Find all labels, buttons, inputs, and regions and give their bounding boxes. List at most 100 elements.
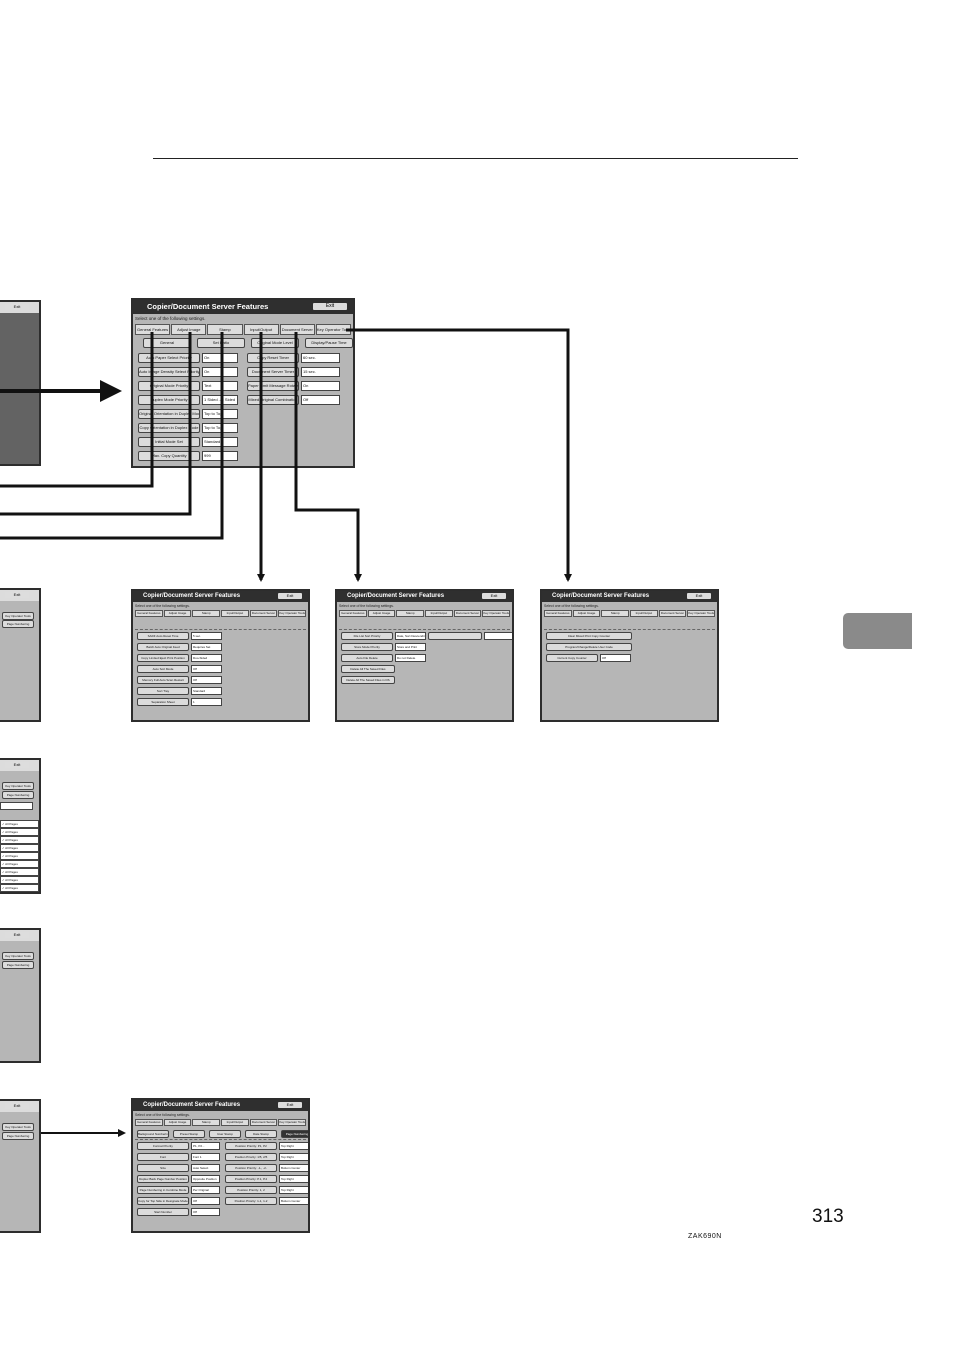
setting-button[interactable]: Page Numbering in Combine Mode (137, 1186, 189, 1194)
exit-button[interactable]: Exit (5, 1103, 29, 1109)
setting-button[interactable]: Auto Paper Select Priority (138, 353, 200, 363)
setting-button[interactable]: Original Orientation in Duplex Mode (138, 409, 200, 419)
setting-button[interactable]: Copy for Top Side in Designate Mode (137, 1197, 189, 1205)
tab-key-operator-tools[interactable]: Key Operator Tools (2, 612, 34, 620)
subtab-display-pause-time[interactable]: Display/Pause Time (305, 338, 353, 348)
setting-button[interactable]: Paper Limit Message Rotate (247, 381, 299, 391)
setting-button[interactable]: File List Sort Priority (341, 632, 393, 640)
exit-button[interactable]: Exit (278, 1102, 302, 1108)
stamp-value: ✓ All Pages (0, 836, 39, 844)
tab-general-features[interactable]: General Features (544, 610, 572, 617)
tab-general-features[interactable]: General Features (135, 610, 163, 617)
setting-button[interactable]: Sort Tray (137, 687, 189, 695)
tab-key-operator-tools[interactable]: Key Operator Tools (278, 1119, 307, 1126)
setting-button[interactable]: Duplex Mode Priority (138, 395, 200, 405)
setting-button[interactable]: Store Mode Priority (341, 643, 393, 651)
setting-button[interactable]: Batch Auto Original Feed (137, 643, 189, 651)
tab-key-operator-tools[interactable]: Key Operator Tools (2, 782, 34, 790)
page-number: 313 (812, 1206, 844, 1227)
tab-key-operator-tools[interactable]: Key Operator Tools (278, 610, 307, 617)
stamp-value: ✓ All Pages (0, 828, 39, 836)
tab-stamp[interactable]: Stamp (396, 610, 425, 617)
copy-counter-button[interactable]: Current Copy Counter (546, 654, 598, 662)
tab-key-operator-tools[interactable]: Key Operator Tools (482, 610, 511, 617)
exit-button[interactable]: Exit (278, 593, 302, 599)
subtab-date-stamp[interactable]: Date Stamp (245, 1130, 277, 1138)
tab-adjust-image[interactable]: Adjust Image (163, 1119, 192, 1126)
setting-button[interactable]: Position Priority: -1-, -2- (225, 1164, 277, 1172)
tab-document-server[interactable]: Document Server (249, 1119, 278, 1126)
clear-counter-button[interactable]: Clear Mixed Print Copy Counter (546, 632, 632, 640)
stamp-value: ✓ All Pages (0, 844, 39, 852)
setting-button[interactable]: Duplex Back Page Number Position (137, 1175, 189, 1183)
subtab-background-numbering[interactable]: Background Numbering (137, 1130, 169, 1138)
setting-button[interactable]: Mixed Original Combination (247, 395, 299, 405)
exit-button[interactable]: Exit (313, 303, 347, 310)
exit-button[interactable]: Exit (5, 304, 29, 310)
delete-saved-files-ds-button[interactable]: Delete All The Saved Files in DS (341, 676, 395, 684)
blank-button[interactable] (428, 632, 482, 640)
exit-button[interactable]: Exit (5, 932, 29, 938)
tab-input-output[interactable]: Input/Output (630, 610, 658, 617)
setting-button[interactable]: Auto File Delete (341, 654, 393, 662)
setting-button[interactable]: Max. Copy Quantity (138, 451, 200, 461)
instruction-text: Select one of the following settings. (544, 604, 599, 608)
tab-document-server[interactable]: Document Server (658, 610, 687, 617)
setting-button[interactable]: Position Priority: 1, 2 (225, 1186, 277, 1194)
setting-button[interactable]: Document Server Timer (247, 367, 299, 377)
subtab-preset-stamp[interactable]: Preset Stamp (173, 1130, 205, 1138)
setting-button[interactable]: Position Priority: P.1, P.2 (225, 1175, 277, 1183)
subtab-original-mode-level[interactable]: Original Mode Level (251, 338, 299, 348)
setting-button[interactable]: Auto Sort Mode (137, 665, 189, 673)
setting-value: 999 (202, 451, 238, 461)
setting-button[interactable]: Font (137, 1153, 189, 1161)
delete-saved-files-button[interactable]: Delete All The Saved Files (341, 665, 395, 673)
page-numbering-button[interactable]: Page Numbering (2, 1132, 34, 1140)
setting-button[interactable]: Copy Reset Timer (247, 353, 299, 363)
setting-button[interactable]: Copy Limited Eject Print Position (137, 654, 189, 662)
setting-button[interactable]: Original Mode Priority (138, 381, 200, 391)
tab-adjust-image[interactable]: Adjust Image (367, 610, 396, 617)
tab-input-output[interactable]: Input/Output (221, 1119, 249, 1126)
setting-button[interactable]: Position Priority: 1-1, 1-2 (225, 1197, 277, 1205)
tab-document-server[interactable]: Document Server (453, 610, 482, 617)
setting-value: Top to Top (202, 423, 238, 433)
tab-general-features[interactable]: General Features (135, 1119, 163, 1126)
tab-document-server[interactable]: Document Server (249, 610, 278, 617)
tab-input-output[interactable]: Input/Output (221, 610, 249, 617)
tab-key-operator-tools[interactable]: Key Operator Tools (687, 610, 716, 617)
subtab-user-stamp[interactable]: User Stamp (209, 1130, 241, 1138)
exit-button[interactable]: Exit (482, 593, 506, 599)
tab-input-output[interactable]: Input/Output (425, 610, 453, 617)
tab-key-operator-tools[interactable]: Key Operator Tools (2, 1123, 34, 1131)
tab-stamp[interactable]: Stamp (207, 324, 243, 335)
setting-button[interactable]: Position Priority: P1, P2 (225, 1142, 277, 1150)
setting-button[interactable]: Size (137, 1164, 189, 1172)
tab-stamp[interactable]: Stamp (601, 610, 630, 617)
setting-button[interactable]: Separation Sheet (137, 698, 189, 706)
setting-button[interactable]: Start Number (137, 1208, 189, 1216)
tab-general-features[interactable]: General Features (339, 610, 367, 617)
exit-button[interactable]: Exit (5, 592, 29, 598)
tab-key-operator-tools[interactable]: Key Operator Tools (2, 952, 34, 960)
tab-adjust-image[interactable]: Adjust Image (163, 610, 192, 617)
subtab-page-numbering[interactable]: Page Numbering (281, 1130, 308, 1138)
setting-button[interactable]: Memory Full Auto Scan Restart (137, 676, 189, 684)
user-code-button[interactable]: Program/Change/Delete User Code (546, 643, 632, 651)
exit-button[interactable]: Exit (5, 762, 29, 768)
page-numbering-button[interactable]: Page Numbering (2, 961, 34, 969)
setting-button[interactable]: SADF Auto Reset Time (137, 632, 189, 640)
setting-button[interactable]: Position Priority: 1/5, 2/5 (225, 1153, 277, 1161)
setting-value: Requires Set (191, 643, 222, 651)
setting-button[interactable]: Auto Image Density Select Priority (138, 367, 200, 377)
exit-button[interactable]: Exit (687, 593, 711, 599)
setting-button[interactable]: Initial Mode Set (138, 437, 200, 447)
page-numbering-button[interactable]: Page Numbering (2, 791, 34, 799)
setting-button[interactable]: Copy Orientation in Duplex Mode (138, 423, 200, 433)
tab-stamp[interactable]: Stamp (192, 1119, 221, 1126)
page-numbering-button[interactable]: Page Numbering (2, 620, 34, 628)
tab-stamp[interactable]: Stamp (192, 610, 221, 617)
tab-adjust-image[interactable]: Adjust Image (572, 610, 601, 617)
setting-button[interactable]: Format Priority (137, 1142, 189, 1150)
